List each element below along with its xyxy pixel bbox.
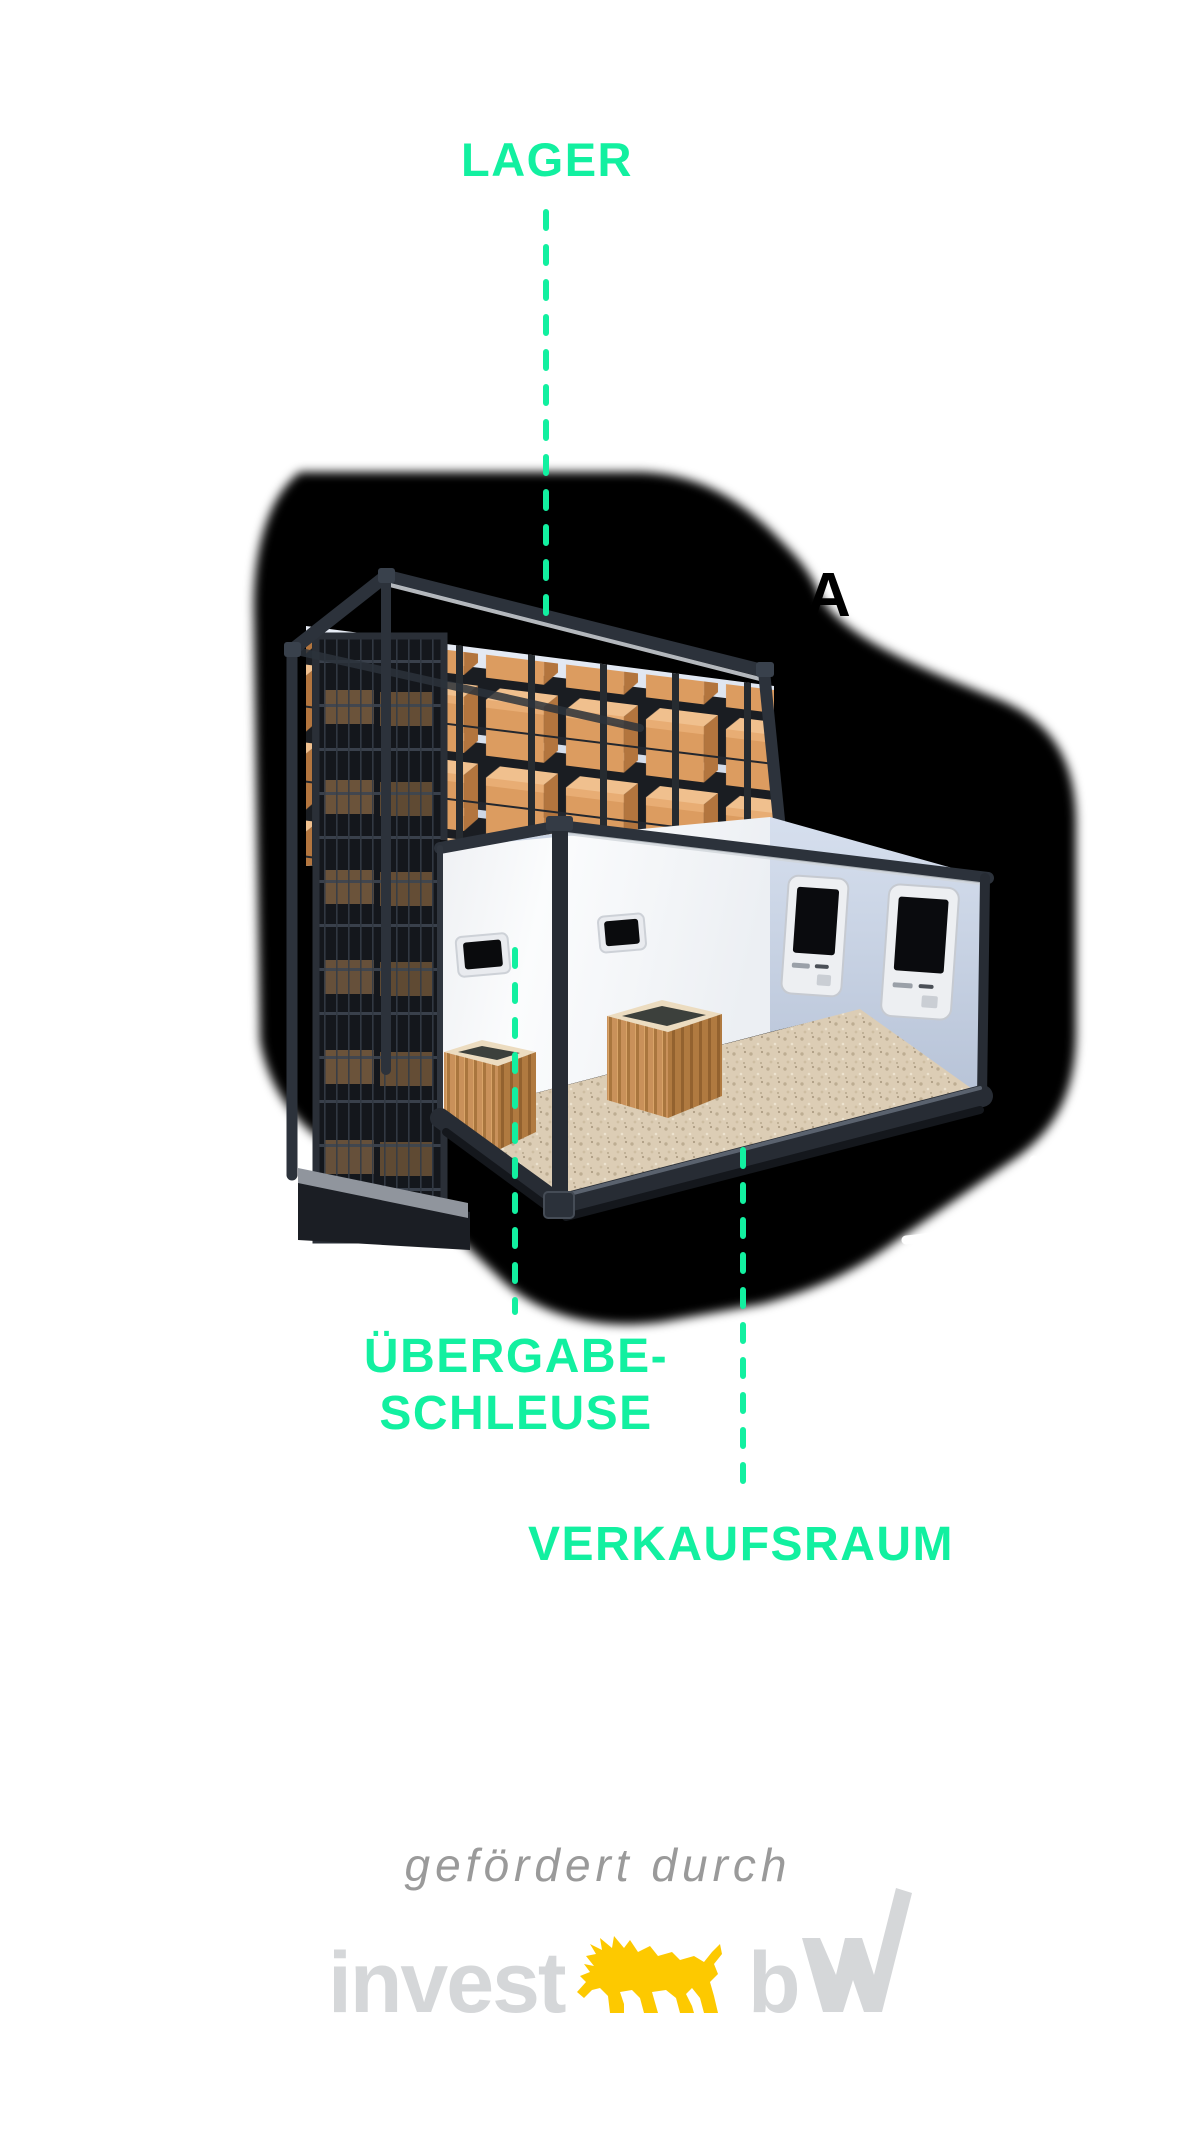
checkout-counter xyxy=(607,1000,722,1118)
bw-lion-icon xyxy=(577,1936,722,2013)
investbw-logo: invest b xyxy=(328,1888,912,2031)
kiosk-terminal xyxy=(880,883,960,1021)
terrazzo-floor xyxy=(440,1009,982,1205)
growth-w-icon xyxy=(802,1888,912,2012)
uebergabe-label-line2: SCHLEUSE xyxy=(379,1387,653,1440)
corner-post xyxy=(552,824,568,1210)
uebergabe-schleuse-label: ÜBERGABE- SCHLEUSE xyxy=(236,1328,796,1442)
sales-room-level xyxy=(430,816,994,1221)
verkaufsraum-label: VERKAUFSRAUM xyxy=(528,1518,954,1571)
funded-by-text: gefördert durch xyxy=(404,1839,792,1891)
logo-invest-text: invest xyxy=(328,1935,566,2031)
lager-label: LAGER xyxy=(461,133,633,186)
container-frame-bottom xyxy=(430,816,994,1221)
logo-b-text: b xyxy=(748,1935,801,2031)
transfer-hatch xyxy=(454,932,512,978)
tower-base xyxy=(298,1176,470,1250)
uebergabe-label-line1: ÜBERGABE- xyxy=(363,1330,669,1383)
swoosh-arc-right xyxy=(901,1155,1039,1245)
transfer-hatch xyxy=(597,912,647,954)
partial-letter-a: A xyxy=(806,561,851,630)
mesh-rack-tower xyxy=(298,632,470,1250)
kiosk-terminal xyxy=(780,874,850,998)
container-frame-top xyxy=(284,568,786,1181)
